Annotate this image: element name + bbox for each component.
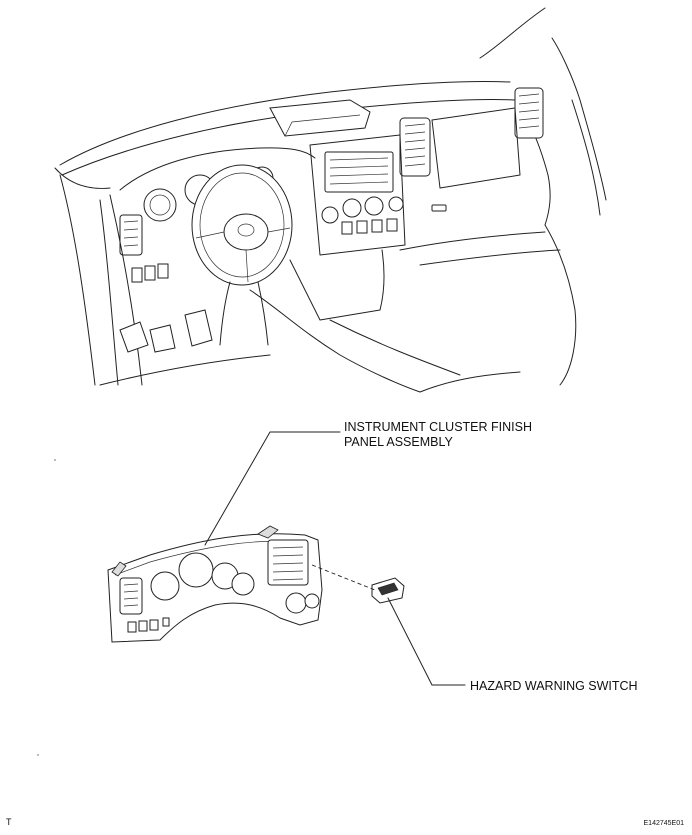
instrument-cluster-finish-panel	[107, 525, 323, 643]
alignment-dashed-line	[311, 564, 376, 591]
hazard-switch-label: HAZARD WARNING SWITCH	[470, 679, 638, 693]
hazard-warning-switch	[371, 577, 405, 604]
dashboard-overview-illustration	[54, 7, 607, 393]
cluster-label-line1: INSTRUMENT CLUSTER FINISH	[344, 420, 532, 434]
cluster-panel-label: INSTRUMENT CLUSTER FINISH PANEL ASSEMBLY	[344, 420, 532, 450]
corner-mark: T	[6, 817, 12, 827]
leader-line-cluster	[204, 431, 341, 546]
figure-code: E142745E01	[643, 820, 684, 827]
cluster-label-line2: PANEL ASSEMBLY	[344, 435, 453, 449]
leader-line-hazard	[387, 597, 466, 686]
